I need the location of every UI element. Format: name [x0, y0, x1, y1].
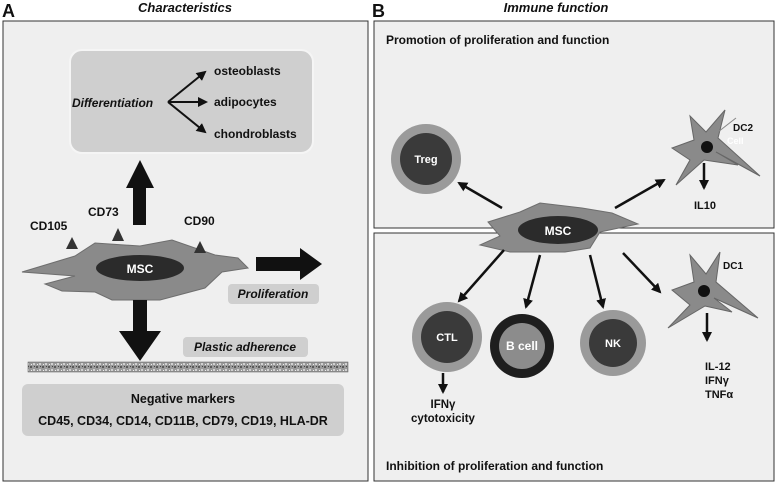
cd90-label: CD90 [184, 214, 215, 228]
ctl-label: CTL [436, 332, 458, 344]
bcell-label: B cell [506, 339, 538, 353]
panel-b-title: Immune function [504, 0, 609, 15]
panel-b-letter: B [372, 1, 385, 21]
cd73-marker [112, 228, 124, 241]
dc2-cell [670, 109, 761, 186]
proliferation-label: Proliferation [238, 287, 309, 301]
nk-nucleus [589, 319, 637, 367]
ctl-nucleus [421, 311, 473, 363]
differentiation-arrows [167, 70, 208, 134]
promotion-title: Promotion of proliferation and function [386, 33, 609, 47]
plastic-surface [27, 361, 349, 373]
arrow-to-treg [457, 181, 503, 210]
dc1-output-ifng: IFNγ [705, 375, 730, 387]
panel-a-title: Characteristics [138, 0, 232, 15]
treg-nucleus [400, 133, 452, 185]
plastic-adherence-label: Plastic adherence [194, 340, 296, 354]
proliferation-box [228, 284, 319, 304]
negative-markers-list: CD45, CD34, CD14, CD11B, CD79, CD19, HLA… [38, 414, 328, 428]
differentiation-label: Differentiation [72, 96, 153, 110]
cd105-marker [66, 237, 78, 249]
msc-nucleus-b [518, 216, 598, 244]
negative-markers-box [22, 384, 344, 436]
adipocytes-label: adipocytes [214, 95, 277, 109]
panel-a-letter: A [2, 1, 15, 21]
msc-arrows [457, 178, 666, 309]
dc2-inner-label: Cell [727, 136, 744, 146]
msc-label-b: MSC [545, 224, 572, 238]
dc2-label: DC2 [733, 123, 753, 134]
arrow-to-dc2 [614, 178, 666, 210]
arrow-to-bcell [523, 254, 542, 309]
treg-label: Treg [414, 154, 437, 166]
proliferation-arrow [256, 248, 322, 280]
dc1-output-il12: IL-12 [705, 361, 731, 373]
il10-label: IL10 [694, 200, 716, 212]
cd90-marker [194, 241, 206, 253]
osteoblasts-label: osteoblasts [214, 64, 281, 78]
promotion-frame [373, 20, 775, 229]
arrow-to-dc1 [622, 252, 662, 294]
msc-nucleus-a [96, 255, 184, 281]
cd73-label: CD73 [88, 205, 119, 219]
negative-markers-title: Negative markers [131, 392, 235, 406]
chondroblasts-label: chondroblasts [214, 127, 297, 141]
dc1-output-tnfa: TNFα [705, 389, 733, 401]
arrow-to-nk [588, 254, 606, 309]
dc1-nucleus [698, 285, 710, 297]
ctl-output-cytotoxicity: cytotoxicity [411, 413, 476, 425]
arrow-to-ctl [457, 249, 505, 303]
dc1-label: DC1 [723, 261, 743, 272]
dc2-nucleus [701, 141, 713, 153]
adherence-down-arrow [119, 300, 161, 361]
nk-label: NK [605, 338, 621, 350]
bcell-nucleus [499, 323, 545, 369]
plastic-adherence-box [183, 337, 308, 357]
cd105-label: CD105 [30, 219, 68, 233]
differentiation-up-arrow [126, 160, 154, 225]
inhibition-title: Inhibition of proliferation and function [386, 459, 603, 473]
dc1-cell [667, 251, 759, 329]
ctl-output-ifng: IFNγ [431, 399, 457, 411]
msc-label-a: MSC [127, 262, 154, 276]
